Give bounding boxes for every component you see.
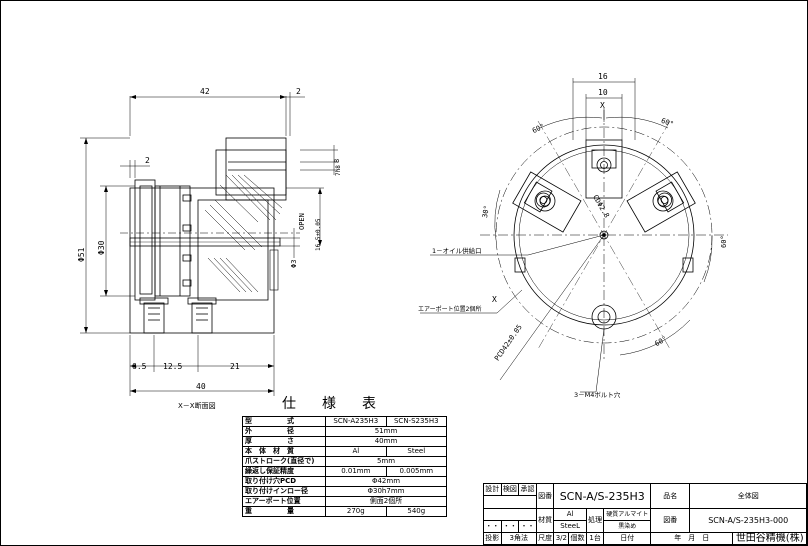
spec-value-a: 270g	[325, 506, 387, 517]
spec-value-a: Al	[325, 446, 387, 457]
spec-value-b: SCN-S235H3	[385, 416, 448, 427]
dim-12-5: 12.5	[163, 362, 182, 371]
spec-label: 外 径	[242, 426, 326, 437]
front-view	[480, 110, 728, 360]
spec-value: 40mm	[325, 436, 447, 447]
dots-1: ・・	[483, 520, 502, 533]
dim-16: 16	[598, 72, 608, 81]
dim-10: 10	[598, 88, 608, 97]
dim-8: 8	[333, 159, 341, 163]
spec-label: 繰返し保証精度	[242, 466, 326, 477]
scale-label: 尺度	[535, 532, 555, 545]
date: 年 月 日	[650, 532, 734, 545]
section-label: X－X断面図	[178, 401, 216, 410]
section-arrows	[84, 95, 322, 393]
finish-1: 硬質アルマイト	[603, 508, 652, 521]
front-dimensions	[420, 78, 713, 393]
spec-label: 本 体 材 質	[242, 446, 326, 457]
spec-label: 爪ストローク(直径で)	[242, 456, 326, 467]
angle-30-l: 30°	[481, 205, 491, 219]
pcd-label: PCD42±0.05	[493, 323, 524, 362]
finish-label: 処理	[585, 508, 605, 533]
dim-2-left: 2	[145, 156, 150, 165]
material-steel: SteeL	[553, 520, 587, 533]
part-no-label: 図番	[650, 508, 691, 533]
angle-60-r: 60°	[720, 235, 728, 248]
air-port-label: エアーポート位置2個所	[418, 305, 481, 313]
material-label: 材質	[535, 508, 555, 533]
oil-port-label: 1－オイル供給口	[432, 246, 482, 255]
drawing-no-label: 図番	[535, 483, 555, 509]
spec-label: 型 式	[242, 416, 326, 427]
title-block: 設計 検図 承認 図番 SCN-A/S-235H3 品名 全体図 材質 Al 処…	[483, 483, 807, 545]
dim-phi30: Φ30	[97, 240, 106, 255]
projection-label: 投影	[483, 532, 502, 545]
section-view	[120, 137, 300, 334]
cd-label: CDΦ2.8	[591, 193, 611, 219]
dim-6-5: 6.5	[132, 362, 147, 371]
dim-open-val: 16.5±0.05	[315, 218, 322, 251]
dim-phi3: Φ3	[290, 260, 298, 268]
projection: 3角法	[500, 532, 537, 545]
x-marker-left: X	[492, 295, 497, 304]
dim-40: 40	[196, 382, 206, 391]
spec-value-b: Steel	[385, 446, 448, 457]
dim-21: 21	[230, 362, 240, 371]
dim-7h8: 7h8	[335, 165, 342, 176]
spec-value: 側面2個所	[325, 496, 447, 507]
dim-open: OPEN	[298, 213, 306, 230]
qty: 1台	[585, 532, 605, 545]
spec-value-a: SCN-A235H3	[325, 416, 387, 427]
spec-label: 重 量	[242, 506, 326, 517]
spec-value: Φ30h7mm	[325, 486, 447, 497]
dim-42: 42	[200, 87, 210, 96]
qty-label: 個数	[568, 532, 587, 545]
angle-60-ur: 60°	[660, 117, 675, 129]
spec-row: エアーポート位置側面2個所	[242, 496, 447, 507]
name-value: 全体図	[689, 483, 807, 509]
spec-value-b: 0.005mm	[385, 466, 448, 477]
material-al: Al	[553, 508, 587, 521]
approve-label: 承認	[518, 483, 537, 496]
date-label: 日付	[603, 532, 652, 545]
spec-label: エアーポート位置	[242, 496, 326, 507]
spec-value-a: 0.01mm	[325, 466, 387, 477]
name-label: 品名	[650, 483, 691, 509]
scale: 3/2	[553, 532, 570, 545]
dim-2-top: 2	[296, 87, 301, 96]
spec-row: 爪ストローク(直径で)5mm	[242, 456, 447, 467]
section-dimensions	[80, 92, 338, 396]
part-no: SCN-A/S-235H3-000	[689, 508, 807, 533]
angle-60-ul: 60°	[531, 122, 546, 135]
dim-phi51: Φ51	[77, 247, 86, 262]
angle-60-br: 60°	[653, 335, 668, 348]
spec-label: 取り付けインロー径	[242, 486, 326, 497]
check-label: 検図	[500, 483, 520, 496]
spec-title: 仕様表	[282, 396, 402, 412]
finish-2: 黒染め	[603, 520, 652, 533]
bolt-hole-label: 3－M4ボルト穴	[574, 390, 621, 399]
design-label: 設計	[483, 483, 502, 496]
spec-label: 取り付け穴PCD	[242, 476, 326, 487]
spec-value: 5mm	[325, 456, 447, 467]
spec-value: 51mm	[325, 426, 447, 437]
spec-value-b: 540g	[385, 506, 448, 517]
x-marker-top: X	[600, 101, 605, 110]
spec-label: 厚 さ	[242, 436, 326, 447]
dots-2: ・・	[500, 520, 520, 533]
drawing-no: SCN-A/S-235H3	[553, 483, 652, 509]
dots-3: ・・	[518, 520, 537, 533]
company-name: 世田谷精機(株)	[732, 532, 807, 545]
spec-value: Φ42mm	[325, 476, 447, 487]
